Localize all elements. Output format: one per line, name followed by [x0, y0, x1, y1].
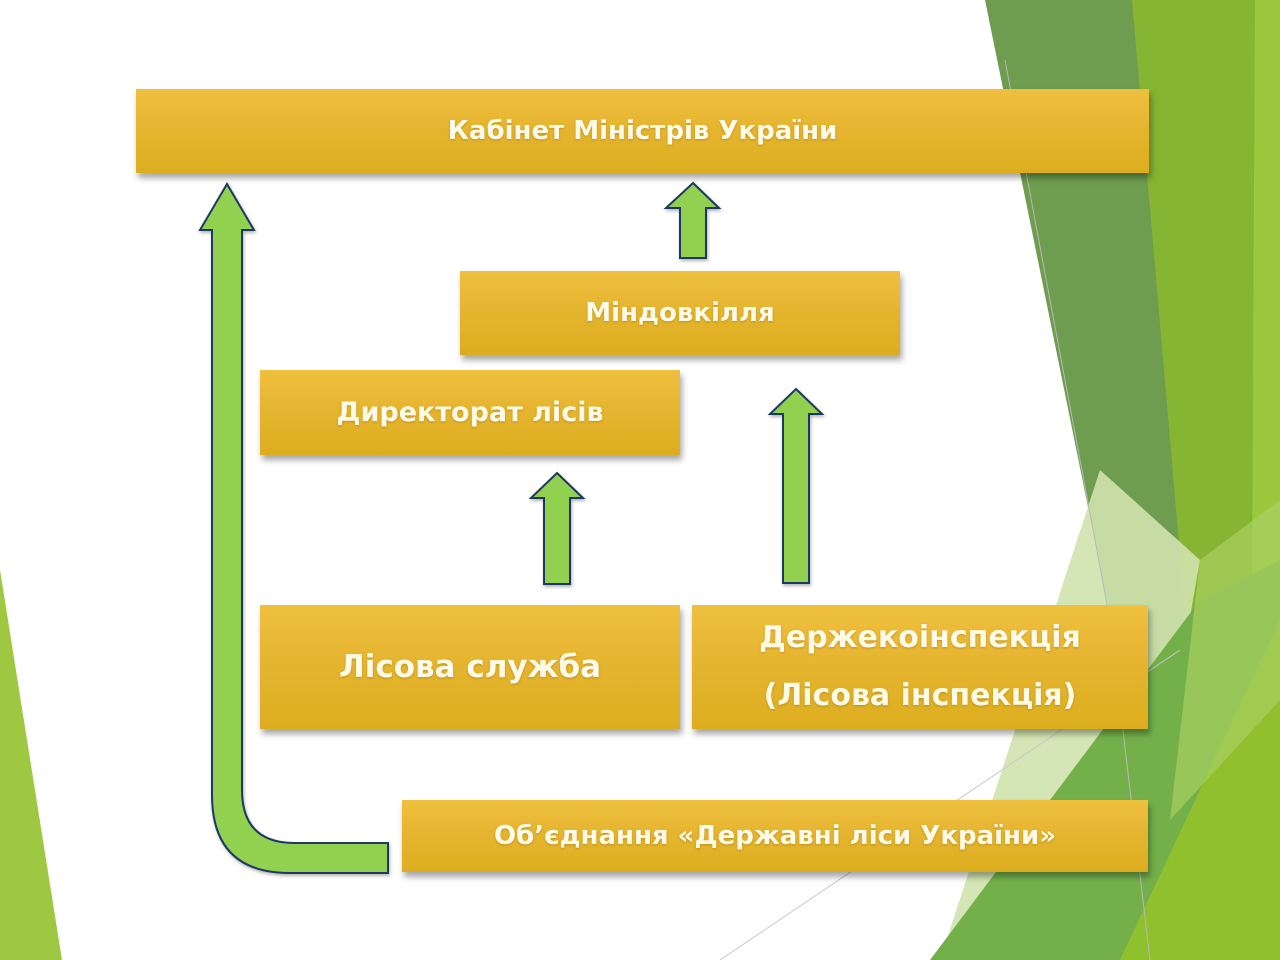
node-label: Міндовкілля	[585, 298, 775, 328]
node-label: Директорат лісів	[336, 397, 604, 428]
node-label: Лісова служба	[338, 649, 602, 685]
node-label-line1: Держекоінспекція	[759, 620, 1081, 655]
node-forest-directorate: Директорат лісів	[260, 370, 680, 455]
right-light-lime-shard	[1170, 500, 1280, 820]
node-state-forests-association: Об’єднання «Державні ліси України»	[402, 800, 1148, 872]
node-label: Кабінет Міністрів України	[447, 116, 838, 146]
node-label: Об’єднання «Державні ліси України»	[493, 821, 1057, 851]
node-ministry-environment: Міндовкілля	[460, 271, 900, 355]
node-cabinet-of-ministers: Кабінет Міністрів України	[136, 89, 1149, 173]
node-forest-service: Лісова служба	[260, 605, 680, 729]
left-green-wedge	[0, 570, 62, 960]
node-label-line2: (Лісова інспекція)	[763, 678, 1077, 713]
node-state-eco-inspection: Держекоінспекція (Лісова інспекція)	[692, 605, 1148, 729]
